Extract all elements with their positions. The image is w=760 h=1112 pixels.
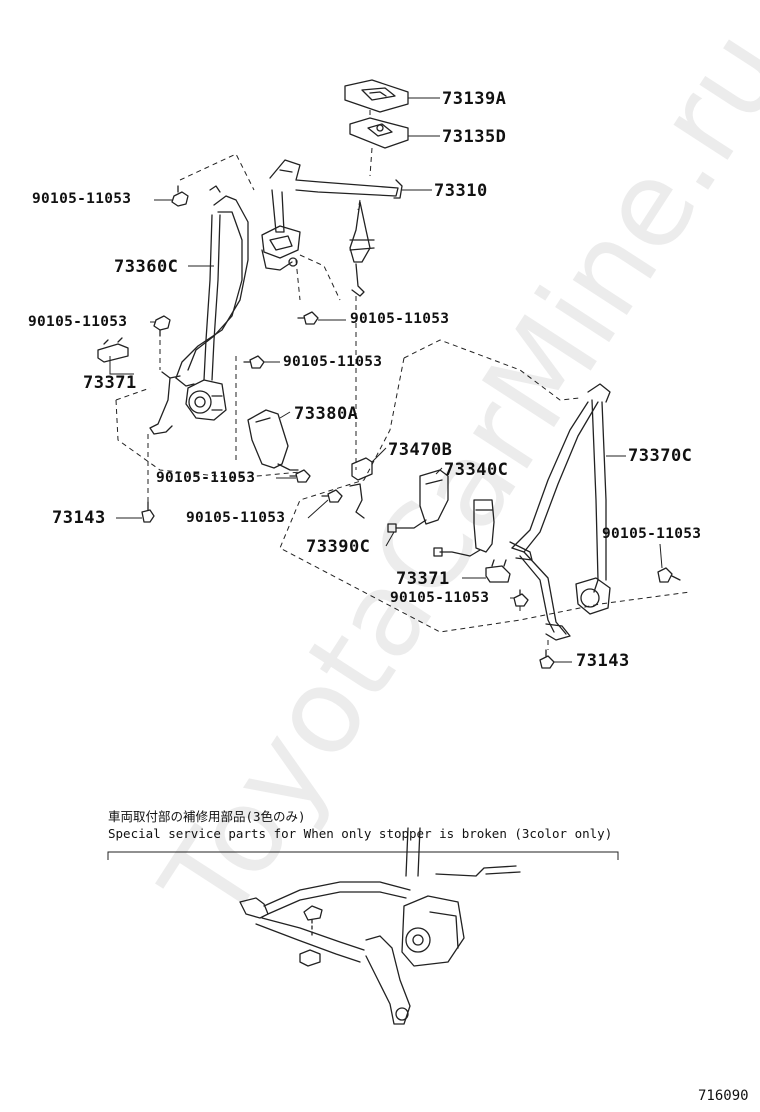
bolt-icons [141,185,681,669]
part-label-73360c[interactable]: 73360C [114,257,179,277]
part-label-90105-11053-upper-left[interactable]: 90105-11053 [32,191,132,207]
part-label-90105-11053-lower-left[interactable]: 90105-11053 [156,470,256,486]
part-label-73470b[interactable]: 73470B [388,440,453,460]
part-label-90105-11053-right-lower[interactable]: 90105-11053 [390,590,490,606]
stopper-detail-drawing [239,827,521,1025]
service-note-english: Special service parts for When only stop… [108,826,613,841]
part-label-73370c[interactable]: 73370C [628,446,693,466]
buckle-73380a-drawing [247,409,299,471]
left-anchor-strap-drawing [149,371,181,435]
figure-number: 716090 [698,1088,749,1104]
cover-73139a-drawing [344,79,409,113]
clip-73371-right-drawing [485,559,511,583]
left-belt-73360c-drawing [175,195,249,387]
buckle-73340c-drawing [433,499,495,557]
part-label-73310[interactable]: 73310 [434,181,488,201]
part-label-73371-left[interactable]: 73371 [83,373,137,393]
part-label-90105-11053-mid[interactable]: 90105-11053 [283,354,383,370]
cover-73135d-drawing [349,117,409,149]
part-label-90105-11053-left-mid[interactable]: 90105-11053 [28,314,128,330]
part-label-90105-11053-center[interactable]: 90105-11053 [350,311,450,327]
part-label-73371-right[interactable]: 73371 [396,569,450,589]
part-label-73135d[interactable]: 73135D [442,127,507,147]
part-label-73139a[interactable]: 73139A [442,89,507,109]
clip-73371-left-drawing [97,337,129,363]
part-label-90105-11053-lower-mid[interactable]: 90105-11053 [186,510,286,526]
stopper-73470b-drawing [351,457,373,481]
buckle-73390c-drawing [349,469,449,533]
service-note-japanese: 車両取付部の補修用部品(3色のみ) [108,809,306,824]
right-belt-73370c-drawing [509,383,611,635]
part-label-73380a[interactable]: 73380A [294,404,359,424]
part-label-90105-11053-right[interactable]: 90105-11053 [602,526,702,542]
left-retractor-drawing [261,225,301,271]
part-label-73143-right[interactable]: 73143 [576,651,630,671]
lower-left-retractor-drawing [185,379,227,421]
part-label-73390c[interactable]: 73390C [306,537,371,557]
part-label-73143-left[interactable]: 73143 [52,508,106,528]
anchor-73310-drawing [269,159,403,297]
right-anchor-drawing [545,623,571,641]
right-retractor-drawing [575,577,611,615]
part-label-73340c[interactable]: 73340C [444,460,509,480]
